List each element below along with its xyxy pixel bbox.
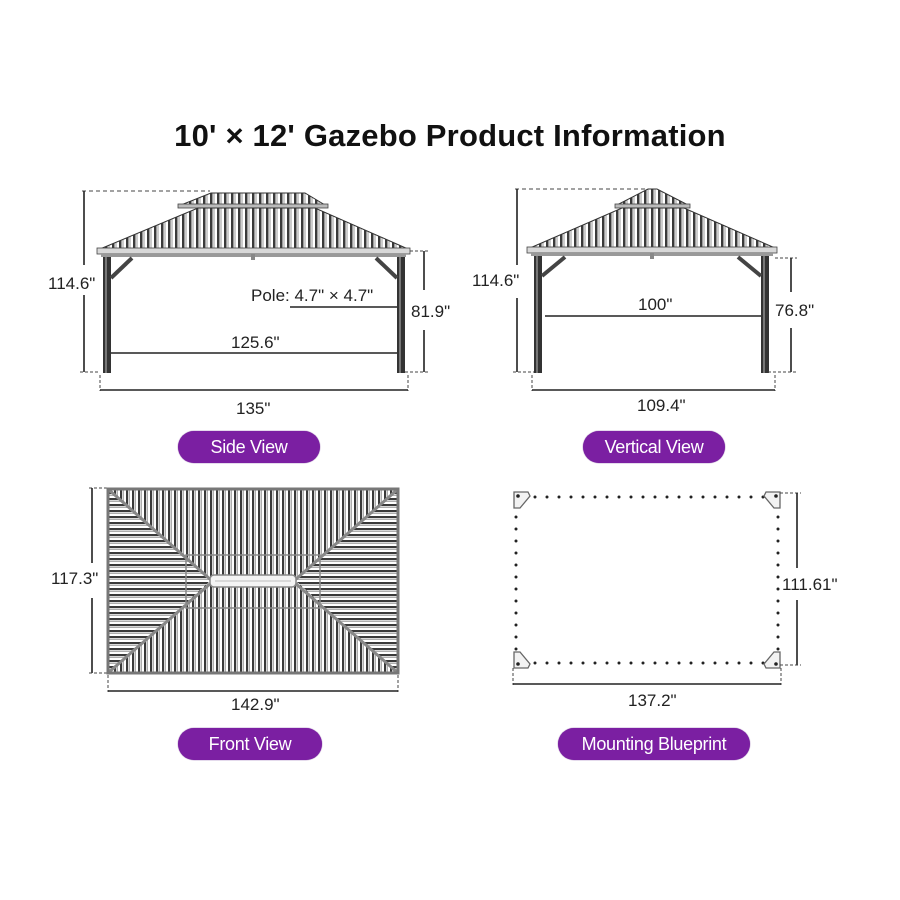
blueprint-width: 137.2" bbox=[628, 691, 677, 710]
mounting-blueprint-drawing bbox=[512, 491, 801, 685]
page-title: 10' × 12' Gazebo Product Information bbox=[174, 118, 726, 153]
side-view-label: Side View bbox=[178, 431, 320, 463]
front-view-label: Front View bbox=[178, 728, 322, 760]
front-view-drawing bbox=[89, 487, 400, 692]
side-clear-height: 81.9" bbox=[411, 302, 451, 321]
front-width: 142.9" bbox=[231, 695, 280, 714]
front-depth: 117.3" bbox=[51, 569, 99, 588]
vertical-clear-height: 76.8" bbox=[775, 301, 815, 320]
vertical-total-height: 114.6" bbox=[472, 271, 520, 290]
side-total-height: 114.6" bbox=[48, 274, 96, 293]
blueprint-depth: 111.61" bbox=[782, 575, 838, 594]
vertical-view-label: Vertical View bbox=[583, 431, 725, 463]
mounting-blueprint-label: Mounting Blueprint bbox=[558, 728, 750, 760]
side-pole-size: Pole: 4.7" × 4.7" bbox=[251, 286, 374, 305]
vertical-view-drawing bbox=[513, 188, 797, 391]
side-inner-width: 125.6" bbox=[231, 333, 280, 352]
vertical-inner-width: 100" bbox=[638, 295, 673, 314]
vertical-outer-width: 109.4" bbox=[637, 396, 686, 415]
side-view-drawing bbox=[80, 190, 428, 391]
side-outer-width: 135" bbox=[236, 399, 271, 418]
